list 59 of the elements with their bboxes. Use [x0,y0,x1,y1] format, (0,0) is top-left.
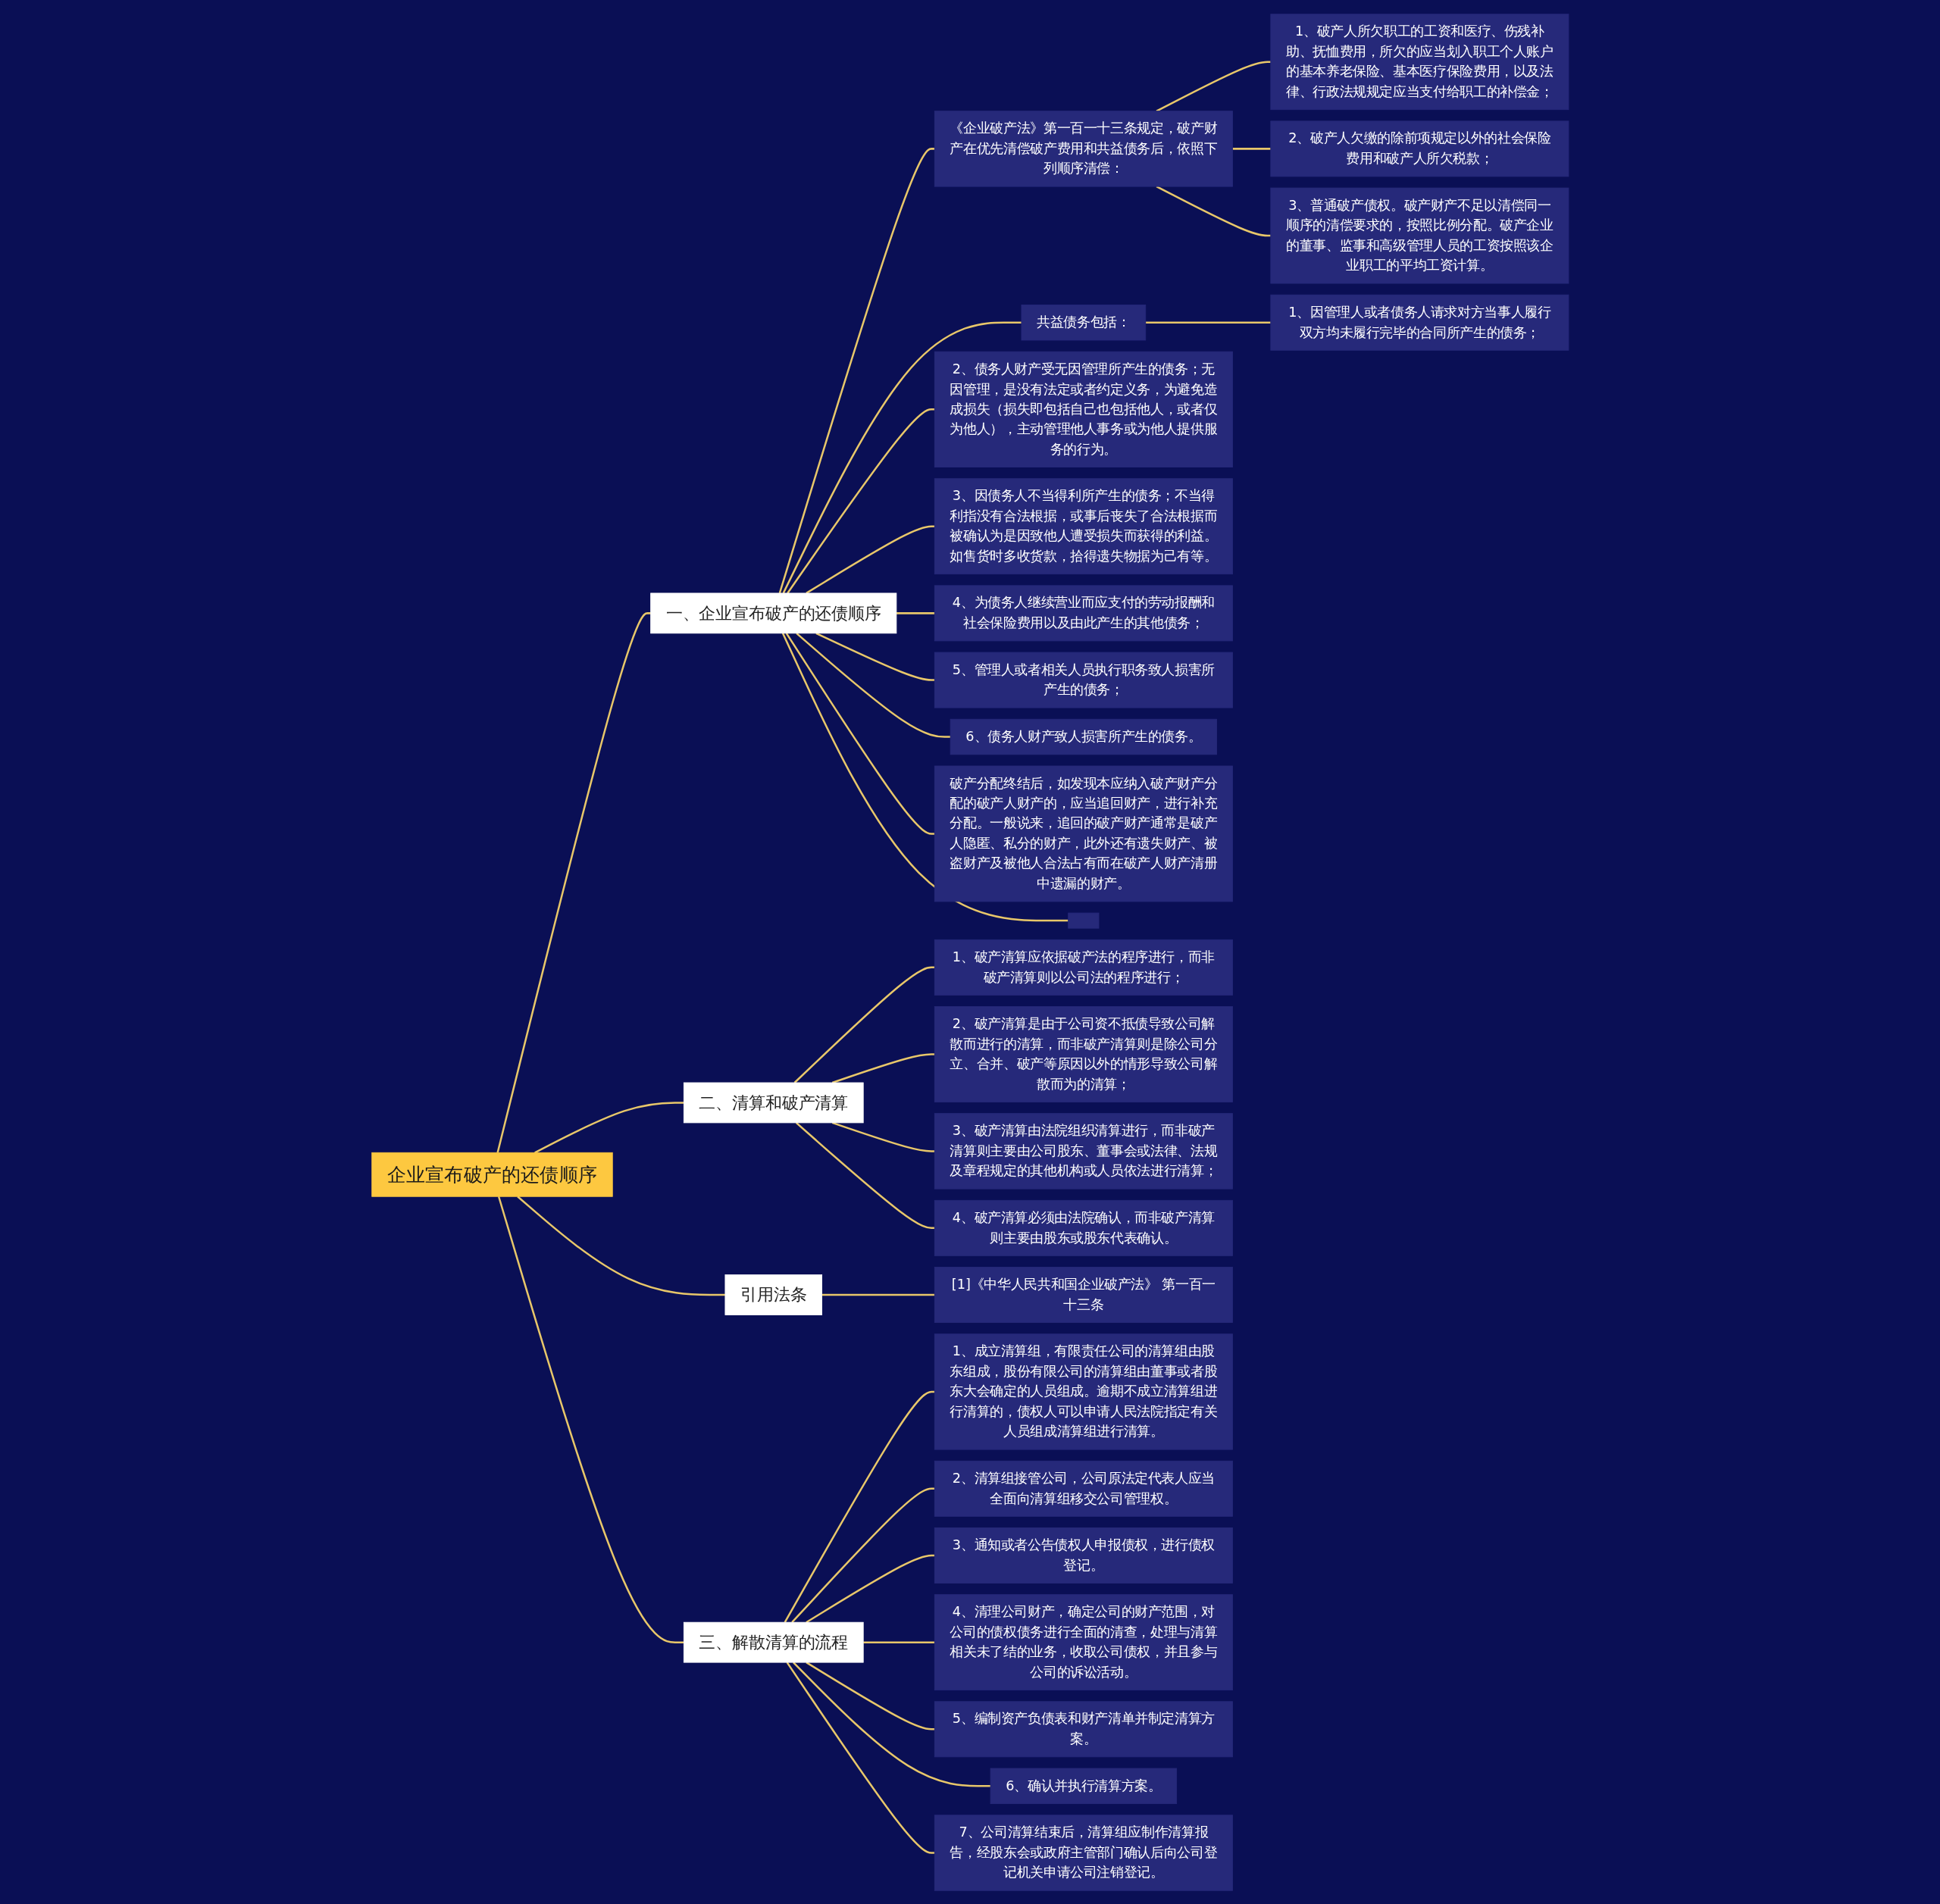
node-box [1067,912,1100,929]
node-box: 共益债务包括： [1021,304,1146,340]
connector [806,524,934,594]
connector [821,1293,934,1296]
node-box: 4、为债务人继续营业而应支付的劳动报酬和社会保险费用以及由此产生的其他债务； [934,584,1233,641]
connector [1156,60,1271,112]
connector [784,1390,934,1623]
node-box: 企业宣布破产的还债顺序 [371,1152,613,1197]
node-box: 1、破产人所欠职工的工资和医疗、伤残补助、抚恤费用，所欠的应当划入职工个人账户的基本养老保险、基本医疗保险费用，以及法律、行政法规规定应当支付给职工的补偿金； [1270,13,1569,110]
connector [831,1121,934,1152]
node-box: 二、清算和破产清算 [683,1082,864,1123]
node-box: 3、破产清算由法院组织清算进行，而非破产清算则主要由公司股东、董事会或法律、法规及章程规定的其他机构或人员依法进行清算； [934,1112,1233,1190]
connector [782,320,1022,593]
node-box: 2、债务人财产受无因管理所产生的债务；无因管理，是没有法定或者约定义务，为避免造成损失（损失即包括自己也包括他人，或者仅为他人），主动管理他人事务或为他人提供服务的行为。 [934,351,1233,467]
connector [896,611,934,614]
connector [534,1101,684,1153]
node-box: 7、公司清算结束后，清算组应制作清算报告，经股东会或政府主管部门确认后向公司登记机关申请公司注销登记。 [934,1814,1233,1891]
connector [792,1661,990,1787]
connector [815,632,934,681]
connector [496,611,651,1153]
connector [806,1661,934,1730]
connector [786,408,934,594]
node-box: 1、成立清算组，有限责任公司的清算组由股东组成，股份有限公司的清算组由董事或者股东大会确定的人员组成。逾期不成立清算组进行清算的，债权人可以申请人民法院指定有关人员组成清算组进行清算。 [934,1333,1233,1450]
connector [785,632,934,835]
node-box: 3、普通破产债权。破产财产不足以清偿同一顺序的清偿要求的，按照比例分配。破产企业的董事、监事和高级管理人员的工资按照该企业职工的平均工资计算。 [1270,187,1569,283]
node-box: 4、破产清算必须由法院确认，而非破产清算则主要由股东或股东代表确认。 [934,1199,1233,1256]
node-box: [1]《中华人民共和国企业破产法》 第一百一十三条 [934,1266,1233,1323]
connector [778,147,935,593]
node-box: 2、清算组接管公司，公司原法定代表人应当全面向清算组移交公司管理权。 [934,1460,1233,1517]
connector [497,1196,684,1643]
node-box: 4、清理公司财产，确定公司的财产范围，对公司的债权债务进行全面的清查，处理与清算相关未了结的业务，收取公司债权，并且参与公司的诉讼活动。 [934,1593,1233,1690]
connector [793,966,934,1083]
node-box: 3、因债务人不当得利所产生的债务；不当得利指没有合法根据，或事后丧失了合法根据而被确认为是因致他人遭受损失而获得的利益。如售货时多收货款，拾得遗失物据为己有等。 [934,477,1233,574]
node-box: 3、通知或者公告债权人申报债权，进行债权登记。 [934,1527,1233,1584]
node-box: 1、破产清算应依据破产法的程序进行，而非破产清算则以公司法的程序进行； [934,939,1233,996]
node-box: 《企业破产法》第一百一十三条规定，破产财产在优先清偿破产费用和共益债务后，依照下列顺序清偿： [934,110,1233,187]
connector [831,1052,934,1083]
connector [806,1554,934,1623]
connector [1145,320,1271,324]
connector [1156,185,1271,236]
connector [781,632,1069,921]
node-box: 6、确认并执行清算方案。 [990,1768,1177,1804]
node-box: 6、债务人财产致人损害所产生的债务。 [950,718,1217,755]
node-box: 1、因管理人或者债务人请求对方当事人履行双方均未履行完毕的合同所产生的债务； [1270,294,1569,351]
connector [516,1195,725,1296]
node-box: 5、管理人或者相关人员执行职务致人损害所产生的债务； [934,652,1233,708]
node-box: 2、破产清算是由于公司资不抵债导致公司解散而进行的清算，而非破产清算则是除公司分立、合并、破产等原因以外的情形导致公司解散而为的清算； [934,1005,1233,1102]
connector [795,1121,934,1229]
connector [862,1640,934,1643]
node-box: 三、解散清算的流程 [683,1621,864,1663]
connector [1232,147,1271,150]
connector [796,632,950,738]
node-box: 引用法条 [724,1274,822,1315]
node-box: 5、编制资产负债表和财产清单并制定清算方案。 [934,1700,1233,1757]
node-box: 破产分配终结后，如发现本应纳入破产财产分配的破产人财产的，应当追回财产，进行补充分配。一般说来，追回的破产财产通常是破产人隐匿、私分的财产，此外还有遗失财产、被盗财产及被他人合法占有而在破产人财产清册中遗漏的财产。 [934,765,1233,902]
connector [790,1487,934,1623]
node-box: 2、破产人欠缴的除前项规定以外的社会保险费用和破产人所欠税款； [1270,120,1569,177]
node-box: 一、企业宣布破产的还债顺序 [649,592,896,633]
connector [786,1661,934,1854]
